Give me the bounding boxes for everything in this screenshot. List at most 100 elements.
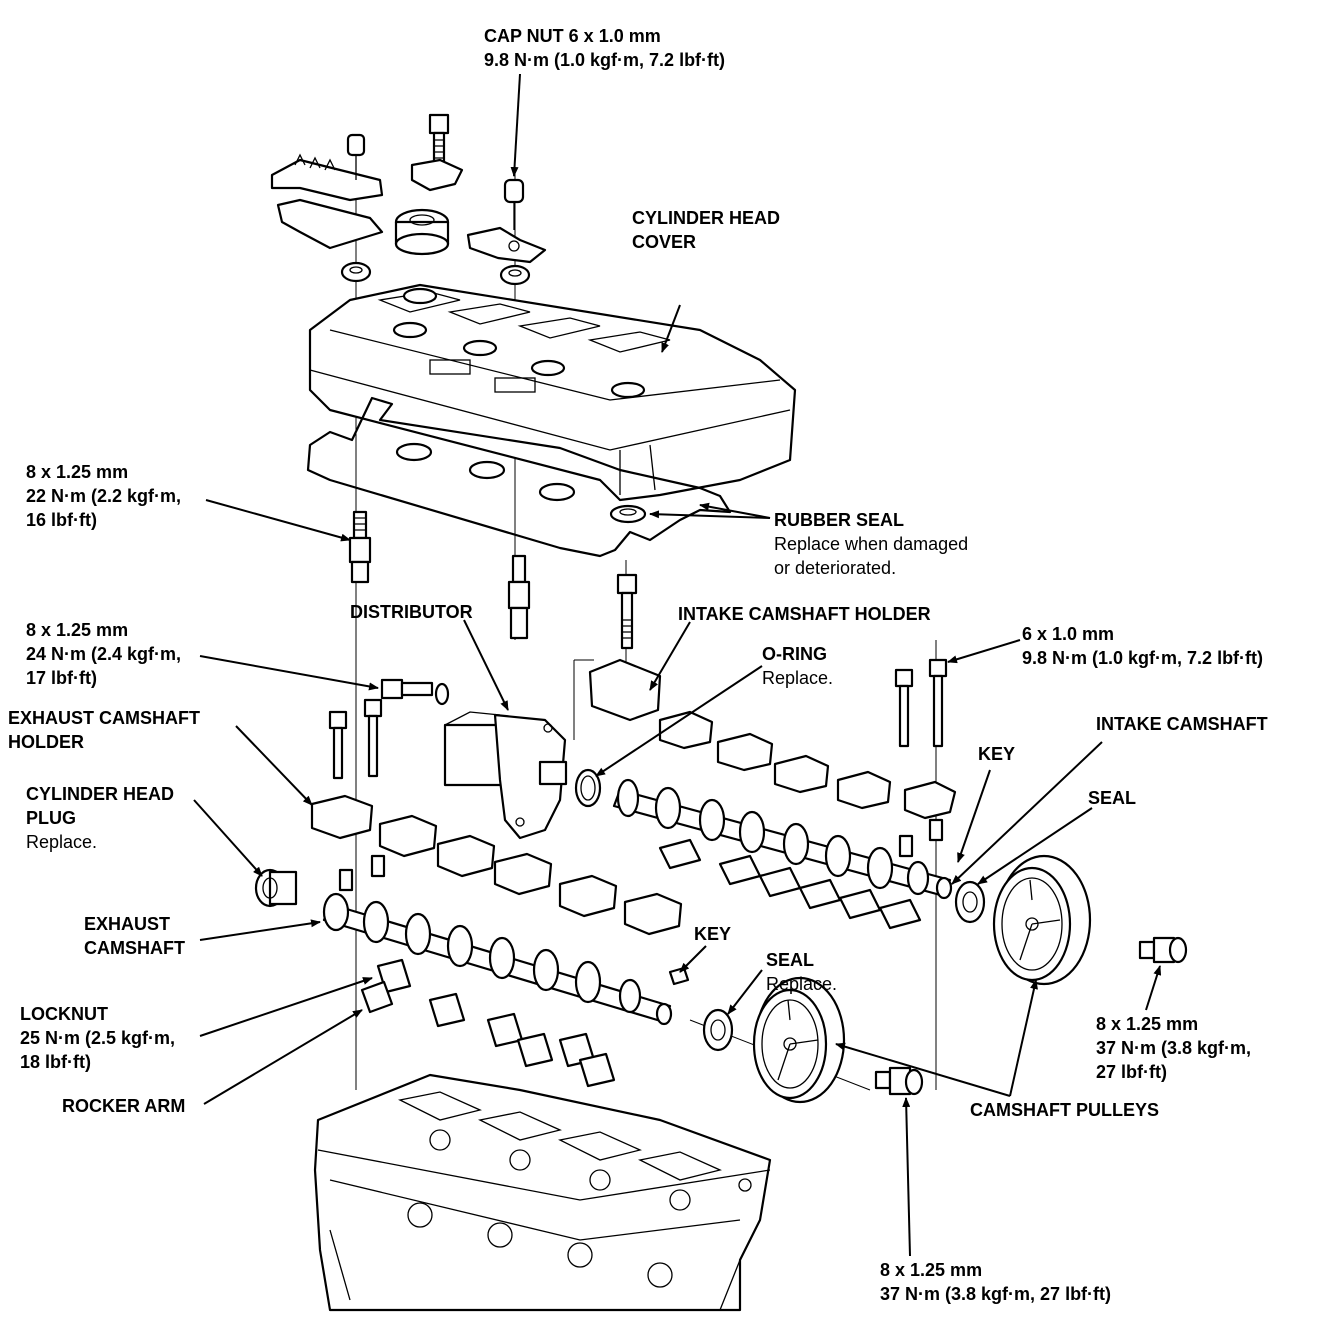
stud-bolt-callout: 8 x 1.25 mm 22 N·m (2.2 kgf·m, 16 lbf·ft… <box>26 460 181 532</box>
seal-lower-note: Replace. <box>766 974 838 994</box>
cylinder-head-plug-label-line2: PLUG <box>26 808 77 828</box>
key-lower-callout: KEY <box>694 922 731 946</box>
key-upper-label: KEY <box>978 744 1016 764</box>
exhaust-rocker-arms <box>360 958 616 1088</box>
oil-filler-cap <box>394 208 450 256</box>
holder-bolt-callout: 6 x 1.0 mm 9.8 N·m (1.0 kgf·m, 7.2 lbf·f… <box>1022 622 1263 670</box>
leader-lines <box>193 73 1162 1257</box>
o-ring-note: Replace. <box>762 668 834 688</box>
exhaust-camshaft-label-line2: CAMSHAFT <box>84 938 185 958</box>
distributor-part <box>443 711 568 840</box>
intake-camshaft-holder-callout: INTAKE CAMSHAFT HOLDER <box>678 602 931 626</box>
exhaust-camshaft-holders <box>310 794 683 936</box>
stud-bolt-torque-cont: 16 lbf·ft) <box>26 510 97 530</box>
holder-bolts-right-icon <box>894 658 948 858</box>
rocker-arm-callout: ROCKER ARM <box>62 1094 185 1118</box>
locknut-callout: LOCKNUT 25 N·m (2.5 kgf·m, 18 lbf·ft) <box>20 1002 175 1074</box>
o-ring-label: O-RING <box>762 644 827 664</box>
exhaust-holder-bolts-icon <box>328 698 386 892</box>
o-ring-callout: O-RING Replace. <box>762 642 833 690</box>
cap-nut-torque: 9.8 N·m (1.0 kgf·m, 7.2 lbf·ft) <box>484 50 726 70</box>
distributor-callout: DISTRIBUTOR <box>350 600 473 624</box>
pulley-bolt-right-spec: 8 x 1.25 mm <box>1096 1014 1199 1034</box>
holder-bolt-spec: 6 x 1.0 mm <box>1022 624 1115 644</box>
key-upper-callout: KEY <box>978 742 1015 766</box>
pulley-bolt-right-callout: 8 x 1.25 mm 37 N·m (3.8 kgf·m, 27 lbf·ft… <box>1096 1012 1251 1084</box>
cylinder-head-plug-note: Replace. <box>26 832 98 852</box>
stud-bolt-torque: 22 N·m (2.2 kgf·m, <box>26 486 182 506</box>
pulley-bolt-bottom-callout: 8 x 1.25 mm 37 N·m (3.8 kgf·m, 27 lbf·ft… <box>880 1258 1111 1306</box>
wire-harness-bracket <box>270 153 384 250</box>
rocker-arm-label: ROCKER ARM <box>62 1096 186 1116</box>
key-lower-part <box>668 966 690 986</box>
distributor-label: DISTRIBUTOR <box>350 602 473 622</box>
intake-camshaft-label: INTAKE CAMSHAFT <box>1096 714 1268 734</box>
seal-lower-callout: SEAL Replace. <box>766 948 837 996</box>
distributor-bolt-torque: 24 N·m (2.4 kgf·m, <box>26 644 182 664</box>
exhaust-camshaft-part <box>322 892 673 1026</box>
pulley-bolt-bottom-torque: 37 N·m (3.8 kgf·m, 27 lbf·ft) <box>880 1284 1112 1304</box>
rubber-seal-label: RUBBER SEAL <box>774 510 905 530</box>
pulley-bolt-right-torque-cont: 27 lbf·ft) <box>1096 1062 1167 1082</box>
small-bracket <box>410 158 464 192</box>
cap-nut-left-icon <box>346 133 366 180</box>
holder-bolt-upper-icon <box>616 573 638 650</box>
cylinder-head-part <box>313 1073 772 1312</box>
intake-rocker-arms <box>658 838 922 930</box>
exhaust-camshaft-callout: EXHAUST CAMSHAFT <box>84 912 185 960</box>
exhaust-camshaft-holder-label-line2: HOLDER <box>8 732 84 752</box>
seal-upper-callout: SEAL <box>1088 786 1136 810</box>
cylinder-head-cover-label-line1: CYLINDER HEAD <box>632 208 781 228</box>
rubber-seal-note: Replace when damaged <box>774 534 969 554</box>
distributor-bolt-callout: 8 x 1.25 mm 24 N·m (2.4 kgf·m, 17 lbf·ft… <box>26 618 181 690</box>
locknut-torque-cont: 18 lbf·ft) <box>20 1052 91 1072</box>
exhaust-camshaft-holder-callout: EXHAUST CAMSHAFT HOLDER <box>8 706 200 754</box>
intake-camshaft-part <box>612 778 953 900</box>
rubber-seal-note-cont: or deteriorated. <box>774 558 897 578</box>
cylinder-head-plug-label-line1: CYLINDER HEAD <box>26 784 175 804</box>
cylinder-head-cover-callout: CYLINDER HEAD COVER <box>632 206 780 254</box>
intake-camshaft-callout: INTAKE CAMSHAFT <box>1096 712 1268 736</box>
cap-nut-callout: CAP NUT 6 x 1.0 mm 9.8 N·m (1.0 kgf·m, 7… <box>484 24 725 72</box>
cylinder-head-plug-part <box>254 868 298 908</box>
center-bracket <box>466 226 547 264</box>
seal-lower-part <box>702 1008 734 1052</box>
camshaft-pulleys-callout: CAMSHAFT PULLEYS <box>970 1098 1159 1122</box>
exhaust-camshaft-pulley <box>752 976 846 1104</box>
pulley-bolt-right-icon <box>1138 936 1188 964</box>
exhaust-camshaft-holder-label-line1: EXHAUST CAMSHAFT <box>8 708 200 728</box>
distributor-bolt-torque-cont: 17 lbf·ft) <box>26 668 97 688</box>
exhaust-camshaft-label-line1: EXHAUST <box>84 914 171 934</box>
stud-bolt-center-icon <box>507 554 531 640</box>
grommet-washers <box>340 261 531 286</box>
distributor-bolt-icon <box>380 678 450 706</box>
seal-lower-label: SEAL <box>766 950 815 970</box>
camshaft-pulleys-label: CAMSHAFT PULLEYS <box>970 1100 1159 1120</box>
locknut-torque: 25 N·m (2.5 kgf·m, <box>20 1028 176 1048</box>
seal-upper-part <box>954 880 986 924</box>
holder-bolt-torque: 9.8 N·m (1.0 kgf·m, 7.2 lbf·ft) <box>1022 648 1264 668</box>
stud-bolt-spec: 8 x 1.25 mm <box>26 462 129 482</box>
upper-bolt-icon <box>428 113 450 165</box>
pulley-bolt-bottom-icon <box>874 1066 924 1096</box>
key-lower-label: KEY <box>694 924 732 944</box>
head-cover-gasket <box>306 396 732 558</box>
cap-nut-right-icon <box>503 178 525 230</box>
intake-camshaft-holders <box>588 658 957 820</box>
o-ring-part <box>574 768 602 808</box>
intake-camshaft-pulley <box>992 854 1092 986</box>
locknut-label: LOCKNUT <box>20 1004 108 1024</box>
stud-bolt-left-icon <box>348 510 372 584</box>
rubber-seal-callout: RUBBER SEAL Replace when damaged or dete… <box>774 508 968 580</box>
distributor-bolt-spec: 8 x 1.25 mm <box>26 620 129 640</box>
cap-nut-spec: CAP NUT 6 x 1.0 mm <box>484 26 661 46</box>
intake-camshaft-holder-label: INTAKE CAMSHAFT HOLDER <box>678 604 931 624</box>
seal-upper-label: SEAL <box>1088 788 1137 808</box>
pulley-bolt-bottom-spec: 8 x 1.25 mm <box>880 1260 983 1280</box>
cylinder-head-cover-label-line2: COVER <box>632 232 697 252</box>
cylinder-head-plug-callout: CYLINDER HEAD PLUG Replace. <box>26 782 174 854</box>
cylinder-head-cover-part <box>308 283 797 502</box>
pulley-bolt-right-torque: 37 N·m (3.8 kgf·m, <box>1096 1038 1252 1058</box>
